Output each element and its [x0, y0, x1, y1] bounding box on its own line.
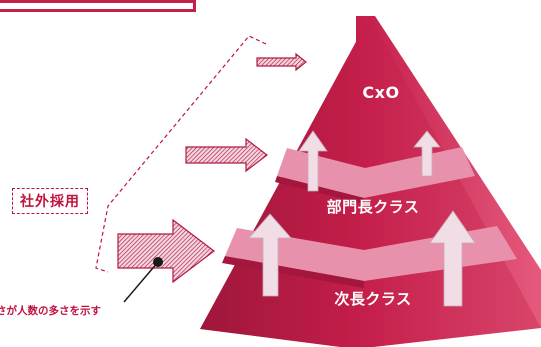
external-hire-arrows — [117, 52, 307, 284]
up-arrow-lower-right-icon — [429, 210, 476, 307]
ledge-upper-shadow — [275, 176, 364, 204]
up-arrow-upper-left-icon — [298, 130, 328, 192]
tier-label-department-head: 部門長クラス — [326, 198, 420, 216]
tier-label-cxo: CxO — [362, 83, 400, 102]
hire-arrow-medium-icon — [185, 137, 268, 173]
hire-arrow-large-icon — [117, 218, 215, 284]
external-hire-label: 社外採用 — [12, 188, 88, 214]
arrow-size-note: さが人数の多さを示す — [0, 305, 101, 317]
promotion-arrows — [248, 130, 476, 307]
up-arrow-lower-left-icon — [248, 213, 292, 297]
note-leader — [123, 257, 163, 303]
external-hire-bracket — [95, 35, 267, 273]
note-dot-icon — [153, 257, 163, 267]
header-frame — [0, 0, 196, 12]
up-arrow-upper-right-icon — [413, 130, 441, 177]
tier-label-deputy-head: 次長クラス — [334, 290, 412, 308]
hire-arrow-small-icon — [256, 52, 307, 72]
ledge-lower-shadow — [222, 256, 364, 288]
